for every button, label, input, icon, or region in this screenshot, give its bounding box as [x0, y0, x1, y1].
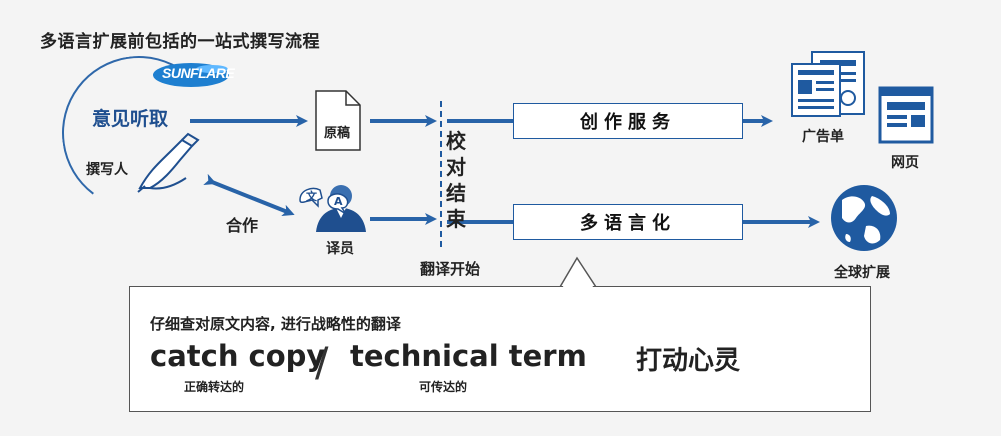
arrow-cooperation: [203, 173, 295, 216]
translator-bubble-text-2: A: [334, 195, 343, 208]
writer-label: 撰写人: [86, 162, 128, 178]
catch-copy-text: catch copy: [150, 339, 326, 373]
sunflare-logo: SUNFLARE: [152, 62, 235, 88]
diagram-title: 多语言扩展前包括的一站式撰写流程: [40, 32, 320, 52]
flyer-icon: [791, 51, 865, 117]
proofread-char: 结: [446, 181, 466, 205]
logo-text: SUNFLARE: [162, 65, 235, 81]
proofread-char: 对: [446, 155, 466, 179]
callout-pointer-border: [559, 256, 597, 288]
proofread-end-label: 校 对 结 束: [444, 128, 468, 232]
technical-term-text: technical term: [350, 339, 587, 373]
creation-service-box: 创作服务: [513, 103, 743, 139]
callout-box: [129, 286, 871, 412]
technical-term-sub: 可传达的: [419, 380, 468, 394]
translator-label: 译员: [326, 241, 354, 257]
translation-start-label: 翻译开始: [420, 260, 481, 278]
proofread-char: 校: [446, 129, 466, 153]
hearing-label: 意见听取: [92, 108, 169, 130]
translator-bubble-text: 文: [306, 190, 317, 203]
manuscript-label: 原稿: [324, 126, 351, 141]
document-icon: [315, 90, 361, 151]
callout-heading: 仔细查对原文内容, 进行战略性的翻译: [150, 315, 401, 333]
slash-separator: /: [315, 340, 329, 386]
translator-icon: [299, 185, 366, 232]
globe-icon: [831, 185, 897, 251]
global-label: 全球扩展: [834, 265, 890, 281]
localization-box: 多语言化: [513, 204, 743, 240]
webpage-label: 网页: [891, 155, 919, 171]
webpage-icon: [878, 86, 934, 144]
flyer-label: 广告单: [802, 129, 844, 145]
pen-hand-icon: [137, 132, 200, 193]
touching-heart-text: 打动心灵: [636, 346, 741, 376]
proofread-char: 束: [446, 207, 466, 231]
cooperation-label: 合作: [226, 216, 259, 235]
catch-copy-sub: 正确转达的: [184, 380, 245, 394]
